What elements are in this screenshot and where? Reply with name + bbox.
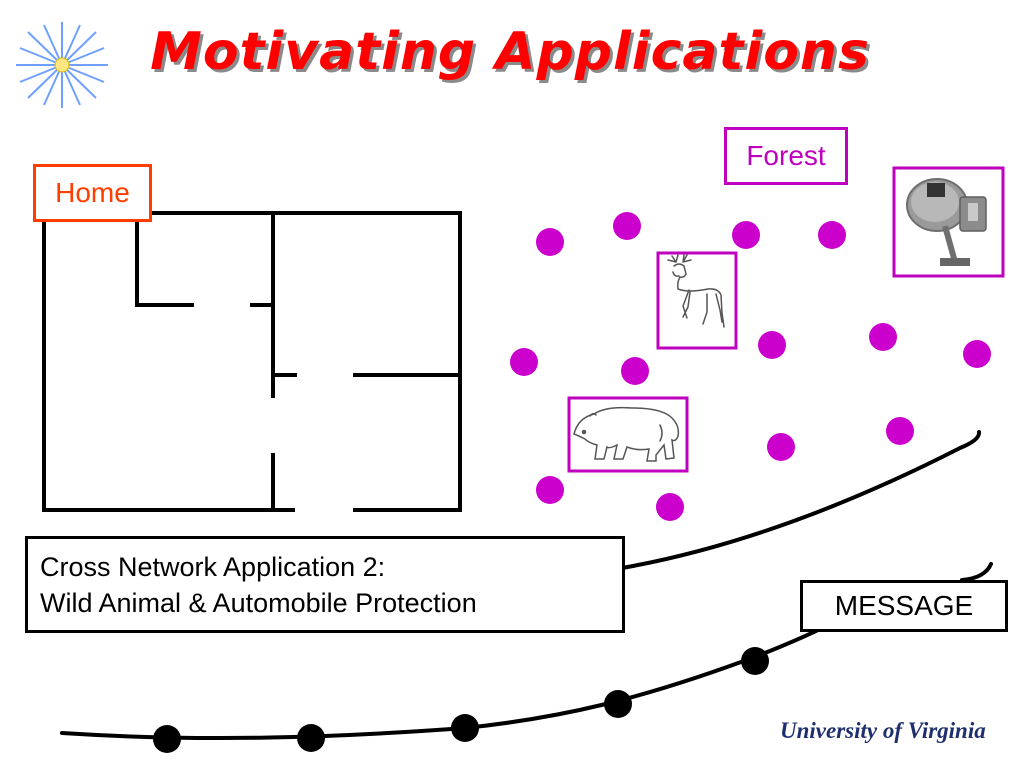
road-node — [604, 690, 632, 718]
road-nodes — [153, 647, 769, 753]
deer-icon — [656, 251, 738, 350]
sensor-node — [536, 476, 564, 504]
sensor-node — [963, 340, 991, 368]
road-node — [297, 724, 325, 752]
satellite-dish-icon — [892, 166, 1005, 278]
app-connector-line — [620, 430, 982, 570]
sensor-node — [613, 212, 641, 240]
application-title: Cross Network Application 2: — [40, 552, 386, 582]
application-description-box: Cross Network Application 2: Wild Animal… — [25, 536, 625, 633]
road-node — [153, 725, 181, 753]
bear-icon — [567, 396, 689, 473]
sensor-node — [656, 493, 684, 521]
forest-label: Forest — [724, 127, 848, 185]
road-path — [60, 622, 832, 741]
sensor-node — [536, 228, 564, 256]
sensor-node — [510, 348, 538, 376]
road-node — [451, 714, 479, 742]
sensor-node — [732, 221, 760, 249]
sensor-node — [621, 357, 649, 385]
university-logo: University of Virginia — [780, 718, 986, 743]
sensor-node — [818, 221, 846, 249]
sensor-node — [886, 417, 914, 445]
sensor-nodes — [510, 212, 991, 521]
message-connector-line — [960, 562, 993, 582]
application-subtitle: Wild Animal & Automobile Protection — [40, 588, 477, 618]
sensor-node — [869, 323, 897, 351]
house-floor-plan — [42, 211, 462, 512]
star-icon — [16, 22, 108, 108]
road-node — [741, 647, 769, 675]
slide-title: Motivating Applications — [150, 22, 870, 82]
message-label: MESSAGE — [800, 580, 1008, 632]
sensor-node — [767, 433, 795, 461]
home-label: Home — [33, 164, 152, 222]
sensor-node — [758, 331, 786, 359]
